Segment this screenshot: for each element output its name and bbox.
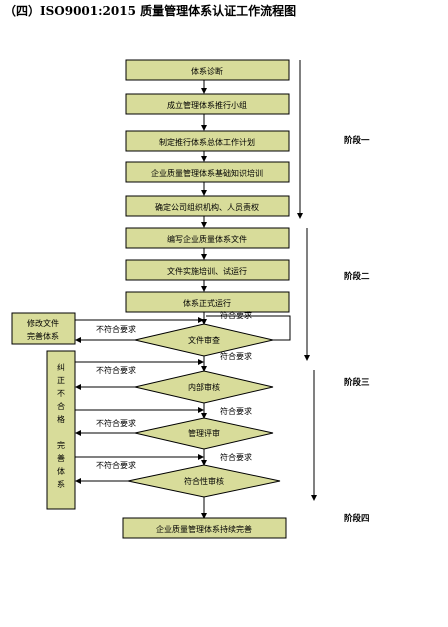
step-8-box: 体系正式运行: [125, 291, 290, 313]
side-box-2-char-8: 善: [57, 453, 65, 463]
stage-1-label: 阶段一: [344, 135, 370, 146]
step-3-label: 制定推行体系总体工作计划: [159, 137, 255, 147]
side-box-1-line-1: 修改文件: [27, 318, 59, 328]
page-title: （四）ISO9001:2015 质量管理体系认证工作流程图: [4, 4, 297, 18]
pass-label-2: 符合要求: [220, 351, 252, 361]
stage-3-label: 阶段三: [344, 377, 370, 388]
step-5-box: 确定公司组织机构、人员责权: [125, 195, 290, 217]
step-4-label: 企业质量管理体系基础知识培训: [151, 168, 263, 178]
side-box-1-line-2: 完善体系: [27, 331, 59, 341]
step-5-label: 确定公司组织机构、人员责权: [155, 202, 259, 212]
side-box-2-char-9: 体: [57, 466, 65, 476]
side-box-2-char-4: 合: [57, 401, 65, 411]
step-1-box: 体系诊断: [125, 59, 290, 81]
side-box-revise-documents: 修改文件 完善体系: [11, 312, 76, 345]
check-conformity-audit: 符合性审核: [127, 464, 281, 498]
fail-label-1: 不符合要求: [96, 324, 136, 334]
side-box-2-char-10: 系: [57, 479, 65, 489]
check-4-label: 符合性审核: [184, 476, 224, 486]
step-7-label: 文件实施培训、试运行: [167, 266, 247, 276]
pass-label-4: 符合要求: [220, 452, 252, 462]
final-step-label: 企业质量管理体系持续完善: [156, 524, 252, 534]
step-6-label: 编写企业质量体系文件: [167, 234, 247, 244]
check-1-label: 文件审查: [188, 335, 220, 345]
pass-label-1: 符合要求: [220, 310, 252, 320]
side-box-2-char-5: 格: [57, 414, 65, 424]
step-2-label: 成立管理体系推行小组: [167, 100, 247, 110]
fail-label-4: 不符合要求: [96, 460, 136, 470]
step-6-box: 编写企业质量体系文件: [125, 227, 290, 249]
check-document-review: 文件审查: [134, 323, 274, 357]
pass-label-3: 符合要求: [220, 406, 252, 416]
side-box-2-char-7: 完: [57, 440, 65, 450]
side-box-2-char-2: 正: [57, 376, 65, 385]
step-1-label: 体系诊断: [191, 66, 223, 76]
stage-4-label: 阶段四: [344, 513, 370, 524]
stage-arrows: [297, 60, 317, 501]
check-management-review: 管理评审: [134, 417, 274, 450]
step-4-box: 企业质量管理体系基础知识培训: [125, 161, 290, 183]
fail-return-lines: [75, 315, 291, 484]
side-box-2-char-3: 不: [57, 389, 65, 398]
check-2-label: 内部审核: [188, 382, 220, 392]
step-2-box: 成立管理体系推行小组: [125, 93, 290, 115]
stage-2-label: 阶段二: [344, 271, 370, 282]
step-7-box: 文件实施培训、试运行: [125, 259, 290, 281]
side-box-correct-nonconformity: 纠 正 不 合 格 完 善 体 系: [46, 350, 76, 510]
fail-label-3: 不符合要求: [96, 418, 136, 428]
check-3-label: 管理评审: [188, 428, 220, 438]
side-box-2-char-1: 纠: [57, 363, 65, 372]
step-8-label: 体系正式运行: [183, 298, 231, 308]
check-internal-audit: 内部审核: [134, 370, 274, 404]
step-3-box: 制定推行体系总体工作计划: [125, 130, 290, 152]
final-step-box: 企业质量管理体系持续完善: [122, 517, 287, 539]
fail-label-2: 不符合要求: [96, 365, 136, 375]
